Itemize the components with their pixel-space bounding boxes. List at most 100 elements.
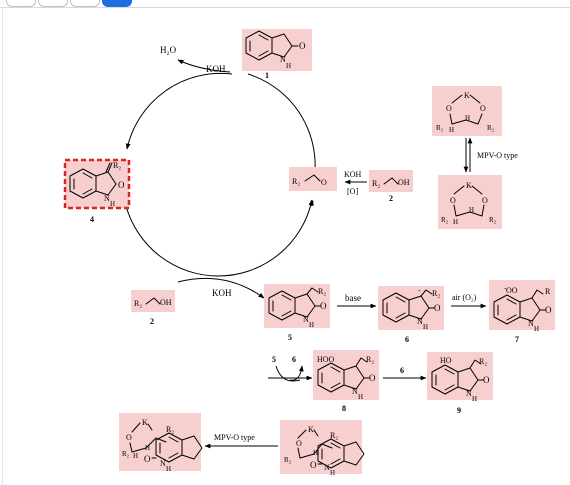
water-label: H₂O (160, 45, 177, 55)
oxidation-o-label: [O] (347, 187, 358, 196)
svg-text:O: O (126, 433, 132, 442)
svg-text:-: - (418, 286, 421, 295)
svg-text:OH: OH (160, 298, 172, 307)
svg-text:R₂: R₂ (166, 425, 174, 434)
molecule-4: R₂ O N H 4 (63, 158, 131, 224)
svg-text:R: R (545, 287, 551, 296)
svg-text:O: O (434, 303, 441, 313)
svg-text:N: N (466, 389, 472, 398)
air-label: air (O₂) (452, 293, 477, 302)
svg-text:H: H (358, 393, 363, 401)
cycle-to-5-arrow (177, 277, 265, 299)
mpv-bottom-label: MPV-O type (214, 433, 255, 442)
svg-text:K: K (464, 91, 470, 100)
ts-right-top: K O O R₂ H H R₂ (432, 86, 502, 136)
water-release-arrow (177, 59, 231, 73)
svg-text:R₂: R₂ (122, 450, 130, 458)
svg-text:O: O (296, 439, 302, 448)
svg-text:O: O (144, 454, 151, 464)
svg-text:O: O (369, 373, 376, 383)
svg-text:N: N (352, 387, 358, 396)
svg-text:N: N (104, 194, 110, 203)
step-in-curve (275, 365, 301, 382)
molecule-7: OO - R O N H 7 (489, 280, 555, 344)
svg-text:H: H (469, 206, 474, 214)
svg-text:H: H (449, 126, 454, 134)
step-in-label: 5 (272, 355, 276, 364)
svg-text:O: O (446, 104, 452, 113)
svg-text:R₂: R₂ (436, 124, 444, 132)
mpv-right-label: MPV-O type (477, 151, 518, 160)
molecule-5: R₂ O N H 5 (264, 284, 330, 342)
step-8-9-label: 6 (400, 366, 404, 375)
svg-text:R₂: R₂ (487, 124, 495, 132)
ts-bottom-right: K O R₂ R₂ H O N H (280, 420, 365, 477)
svg-text:N: N (324, 463, 330, 472)
svg-text:-: - (504, 284, 507, 292)
svg-text:O: O (320, 301, 327, 311)
molecule-8: HOO R₂ O N H 8 (313, 350, 379, 413)
svg-text:K: K (466, 181, 472, 190)
svg-text:6: 6 (405, 335, 409, 344)
svg-text:R₂: R₂ (441, 216, 449, 224)
svg-text:H: H (330, 469, 335, 477)
svg-text:N: N (417, 317, 423, 326)
koh-bottom-label: KOH (212, 288, 232, 298)
svg-text:O: O (450, 196, 456, 205)
molecule-1: O N H 1 (242, 29, 312, 80)
svg-text:HO: HO (440, 356, 452, 365)
svg-text:8: 8 (342, 404, 346, 413)
svg-text:4: 4 (90, 215, 94, 224)
svg-text:H: H (110, 200, 115, 208)
svg-text:O: O (480, 104, 486, 113)
svg-text:H: H (145, 444, 150, 452)
svg-text:H: H (166, 465, 171, 473)
svg-text:R₂: R₂ (134, 299, 142, 308)
svg-text:K: K (308, 425, 314, 434)
svg-text:R₂: R₂ (284, 456, 292, 464)
svg-text:1: 1 (265, 71, 269, 80)
svg-text:O: O (321, 178, 327, 187)
svg-text:OO: OO (506, 286, 518, 295)
svg-text:H: H (534, 325, 539, 333)
cycle-arc-top-left (125, 72, 233, 150)
svg-text:N: N (528, 319, 534, 328)
svg-text:K: K (142, 418, 148, 427)
svg-text:H: H (313, 449, 318, 457)
molecule-9: HO R₂ O N H 9 (427, 352, 493, 415)
oxidation-koh-label: KOH (344, 170, 362, 179)
cycle-arc-bottom-right (217, 199, 314, 277)
svg-text:H: H (453, 218, 458, 226)
svg-text:O: O (545, 305, 552, 315)
svg-text:R₂: R₂ (292, 177, 300, 186)
koh-top-label: KOH (206, 64, 226, 74)
cycle-arc-bottom-left (125, 205, 219, 277)
svg-text:O: O (483, 375, 490, 385)
svg-text:H: H (423, 323, 428, 331)
molecule-3: R₂ O 3 (289, 167, 337, 208)
tab-bar (0, 0, 570, 8)
svg-text:R₂: R₂ (372, 179, 380, 188)
svg-text:R₂: R₂ (432, 289, 440, 298)
svg-text:7: 7 (515, 335, 519, 344)
svg-text:N: N (280, 55, 286, 64)
svg-text:H: H (133, 452, 138, 460)
svg-text:H: H (465, 114, 470, 122)
svg-text:R₂: R₂ (330, 431, 338, 440)
svg-text:H: H (286, 62, 291, 70)
svg-text:O: O (118, 180, 125, 190)
svg-text:R₂: R₂ (366, 355, 374, 364)
svg-text:R₂: R₂ (318, 287, 326, 296)
svg-text:O: O (482, 196, 488, 205)
ts-bottom-left: K O R₂ R₂ H H O N H (119, 413, 203, 473)
svg-text:O: O (310, 460, 317, 470)
svg-text:R₂: R₂ (113, 161, 121, 170)
step-out-label: 6 (292, 355, 296, 364)
svg-text:2: 2 (389, 194, 393, 203)
base-label: base (345, 293, 361, 303)
molecule-6: - R₂ O N H 6 (378, 286, 444, 344)
svg-text:R₂: R₂ (489, 216, 497, 224)
svg-text:3: 3 (310, 199, 314, 208)
ts-right-bottom: K O O R₂ H H R₂ (438, 175, 502, 229)
